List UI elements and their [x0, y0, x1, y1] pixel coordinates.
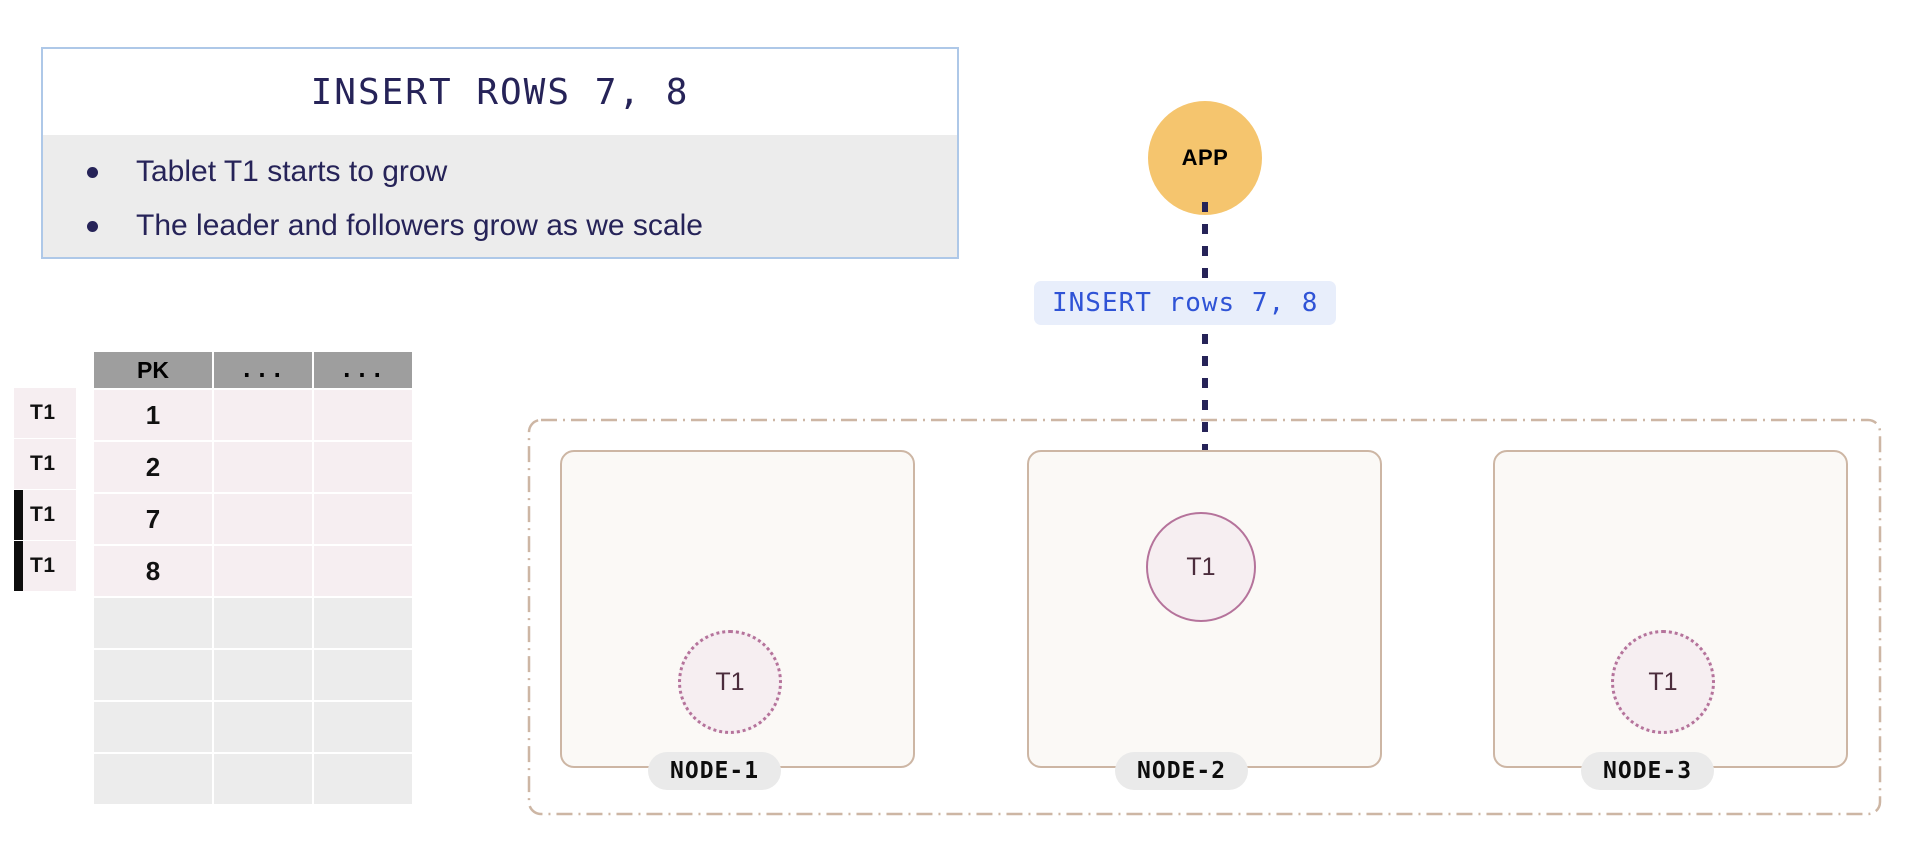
table-cell-empty: [314, 754, 412, 804]
tablet-rows-table: T1 T1 T1 T1 PK ... ...: [14, 352, 424, 812]
app-node-label: APP: [1181, 145, 1229, 170]
row-tag-new: T1: [14, 490, 76, 540]
node-label-node-2: NODE-2: [1115, 752, 1249, 790]
table-grid: PK ... ... 1: [94, 352, 414, 806]
tablet-follower-node-3: T1: [1611, 630, 1715, 734]
table-header-cell-3: ...: [314, 352, 412, 388]
tablet-leader-node-2: T1: [1146, 512, 1256, 622]
table-cell-empty: [214, 702, 312, 752]
table-header-row: PK ... ...: [94, 352, 414, 388]
table-row-empty: [94, 650, 414, 700]
table-cell-col3: [314, 390, 412, 440]
table-cell-empty: [314, 598, 412, 648]
table-cell-pk: 2: [94, 442, 212, 492]
table-cell-empty: [214, 598, 312, 648]
table-cell-col2: [214, 494, 312, 544]
bullet-dot-icon: [87, 220, 98, 232]
table-row-empty: [94, 754, 414, 804]
row-tag: T1: [14, 388, 76, 438]
table-header-label: PK: [137, 356, 169, 383]
table-row: 1: [94, 390, 414, 440]
table-row: 7: [94, 494, 414, 544]
table-cell-value: 1: [145, 399, 161, 430]
insert-request-text: INSERT rows 7, 8: [1052, 288, 1319, 318]
callout-bullet-item: Tablet T1 starts to grow: [43, 145, 957, 199]
table-cell-empty: [94, 598, 212, 648]
table-cell-empty: [214, 650, 312, 700]
table-cell-col2: [214, 442, 312, 492]
callout-title: INSERT ROWS 7, 8: [43, 49, 957, 135]
table-row: 2: [94, 442, 414, 492]
row-tag-label: T1: [30, 401, 56, 424]
table-cell-empty: [94, 650, 212, 700]
row-tag-column: T1 T1 T1 T1: [14, 388, 76, 592]
app-node: APP: [1148, 101, 1262, 215]
table-cell-col2: [214, 390, 312, 440]
table-cell-pk: 1: [94, 390, 212, 440]
table-cell-empty: [94, 754, 212, 804]
table-cell-empty: [314, 650, 412, 700]
row-tag: T1: [14, 439, 76, 489]
row-tag-label: T1: [30, 452, 56, 475]
table-cell-col3: [314, 442, 412, 492]
table-header-label: ...: [240, 357, 286, 383]
row-tag-label: T1: [30, 554, 56, 577]
table-header-cell-2: ...: [214, 352, 312, 388]
node-label-node-1: NODE-1: [648, 752, 782, 790]
row-tag-label: T1: [30, 503, 56, 526]
table-row: 8: [94, 546, 414, 596]
table-cell-empty: [314, 702, 412, 752]
tablet-follower-node-1: T1: [678, 630, 782, 734]
table-cell-empty: [94, 702, 212, 752]
tablet-label: T1: [1648, 667, 1678, 696]
table-header-label: ...: [340, 357, 386, 383]
insert-request-label: INSERT rows 7, 8: [1034, 281, 1337, 325]
tablet-label: T1: [715, 667, 745, 696]
table-row-empty: [94, 598, 414, 648]
table-cell-col3: [314, 546, 412, 596]
table-cell-value: 2: [145, 451, 161, 482]
row-tag-new: T1: [14, 541, 76, 591]
callout-box: INSERT ROWS 7, 8 Tablet T1 starts to gro…: [41, 47, 959, 259]
table-header-cell-pk: PK: [94, 352, 212, 388]
table-cell-value: 7: [145, 503, 161, 534]
callout-bullet-item: The leader and followers grow as we scal…: [43, 199, 957, 253]
table-cell-value: 8: [145, 555, 161, 586]
node-label-node-3: NODE-3: [1581, 752, 1715, 790]
table-cell-empty: [214, 754, 312, 804]
node-label-text: NODE-3: [1603, 758, 1693, 784]
table-row-empty: [94, 702, 414, 752]
table-cell-pk: 7: [94, 494, 212, 544]
callout-bullet-text: The leader and followers grow as we scal…: [136, 209, 703, 242]
table-cell-pk: 8: [94, 546, 212, 596]
table-cell-col3: [314, 494, 412, 544]
callout-bullet-list: Tablet T1 starts to grow The leader and …: [43, 135, 957, 257]
bullet-dot-icon: [87, 166, 98, 178]
node-label-text: NODE-1: [670, 758, 760, 784]
node-label-text: NODE-2: [1137, 758, 1227, 784]
tablet-label: T1: [1186, 552, 1216, 581]
callout-bullet-text: Tablet T1 starts to grow: [136, 155, 448, 188]
table-cell-col2: [214, 546, 312, 596]
